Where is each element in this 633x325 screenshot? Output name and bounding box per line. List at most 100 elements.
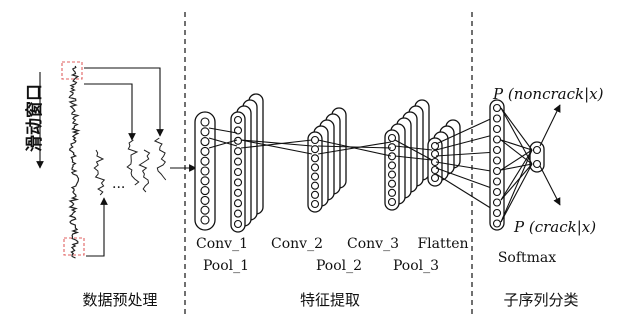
feature-neuron [310,190,320,199]
cnn-edge [394,155,433,161]
cnn-panel: Conv_1 Pool_1 Conv_2 Pool_2 Conv_3 Pool_… [194,93,498,309]
cnn-edge [394,139,433,161]
feature-neuron [430,173,440,183]
window-box-top [61,61,83,80]
feature-neuron [387,197,397,207]
feature-neuron [387,152,397,161]
softmax-neuron [492,145,502,155]
feature-neuron [387,143,397,152]
label-conv2: Conv_2 [271,236,323,252]
classifier-edge [500,149,533,171]
feature-neuron [387,133,397,143]
feature-neuron [233,115,243,125]
classifier-edge [500,149,533,201]
window-arrow-2 [84,83,136,141]
section-preprocess: 数据预处理 [82,291,157,309]
subsequence-trace [153,137,167,181]
classifier-connections [500,107,533,223]
input-neuron [200,156,210,166]
cnn-edge [208,139,238,149]
feature-neuron [233,167,243,177]
feature-neuron [310,181,320,190]
classifier-edge [500,163,533,223]
feature-neuron [233,157,243,166]
feature-neuron [310,163,320,172]
section-classify: 子序列分类 [503,291,578,309]
cnn-edge [240,139,313,149]
output-noncrack-prob: P (noncrack|x) [492,85,604,103]
cnn-edge [394,145,433,151]
arrow-noncrack [539,104,561,147]
classifier-edge [500,149,533,223]
feature-map [307,131,323,213]
input-neuron [200,186,210,196]
cnn-edge [240,139,313,155]
classifier-edge [500,139,533,151]
classifier-edge [500,163,533,201]
label-flatten: Flatten [417,236,468,252]
softmax-neuron [492,198,502,207]
subsequence-trace [126,139,140,186]
output-neuron [532,159,542,169]
feature-neuron [430,165,440,175]
input-neuron [200,176,210,186]
window-arrow-1 [84,67,164,137]
arrow-crack [539,165,561,206]
softmax-neuron [492,208,502,218]
feature-neuron [233,126,243,135]
feature-neuron [233,199,243,208]
crack-signal-trace [68,65,81,259]
softmax-neuron [492,156,502,165]
preprocess-panel: 滑动窗口 ... 数据预处理 [24,61,197,309]
softmax-neuron [492,166,502,176]
conv1-pool1-stack [230,93,264,233]
input-neuron [200,127,210,137]
subsequence-trace [93,149,106,196]
softmax-neuron [492,114,502,123]
softmax-layer [489,99,505,231]
subsequence-ellipsis: ... [112,176,125,192]
classifier-edge [500,107,533,165]
input-neuron [200,166,210,176]
input-neuron [200,195,210,205]
softmax-column-frame [489,99,505,231]
cnn-edge [317,139,392,157]
cnn-edge [317,145,392,149]
feature-neuron [387,170,397,179]
cnn-edge [208,137,238,147]
cnn-edge [435,167,498,191]
input-neuron [200,117,210,127]
cnn-edge [208,127,238,134]
conv2-pool2-stack [307,107,347,213]
label-pool2: Pool_2 [316,258,362,274]
feature-neuron [233,188,243,197]
flatten-stack [427,119,461,187]
label-softmax: Softmax [498,250,556,266]
label-pool1: Pool_1 [203,258,249,274]
feature-neuron [310,199,320,209]
output-crack-prob: P (crack|x) [513,218,596,236]
input-layer [194,111,216,231]
output-layer [529,141,545,173]
softmax-neuron [492,135,502,144]
feature-neuron [387,179,397,188]
feature-map [384,129,400,211]
input-neuron [200,146,210,156]
section-extraction: 特征提取 [300,291,360,309]
feature-neuron [310,145,320,154]
window-arrow-3 [86,197,108,257]
input-neuron [200,205,210,215]
cnn-edge [435,151,498,157]
window-box-bottom [63,237,85,256]
classifier-edge [500,163,533,171]
cnn-connections [208,115,498,213]
softmax-neuron [492,103,502,113]
feature-neuron [233,147,243,156]
softmax-neuron [492,177,502,186]
label-conv3: Conv_3 [347,236,399,252]
feature-neuron [387,161,397,170]
softmax-neuron [492,187,502,197]
sliding-window-label: 滑动窗口 [24,84,45,152]
input-neuron [200,137,210,147]
